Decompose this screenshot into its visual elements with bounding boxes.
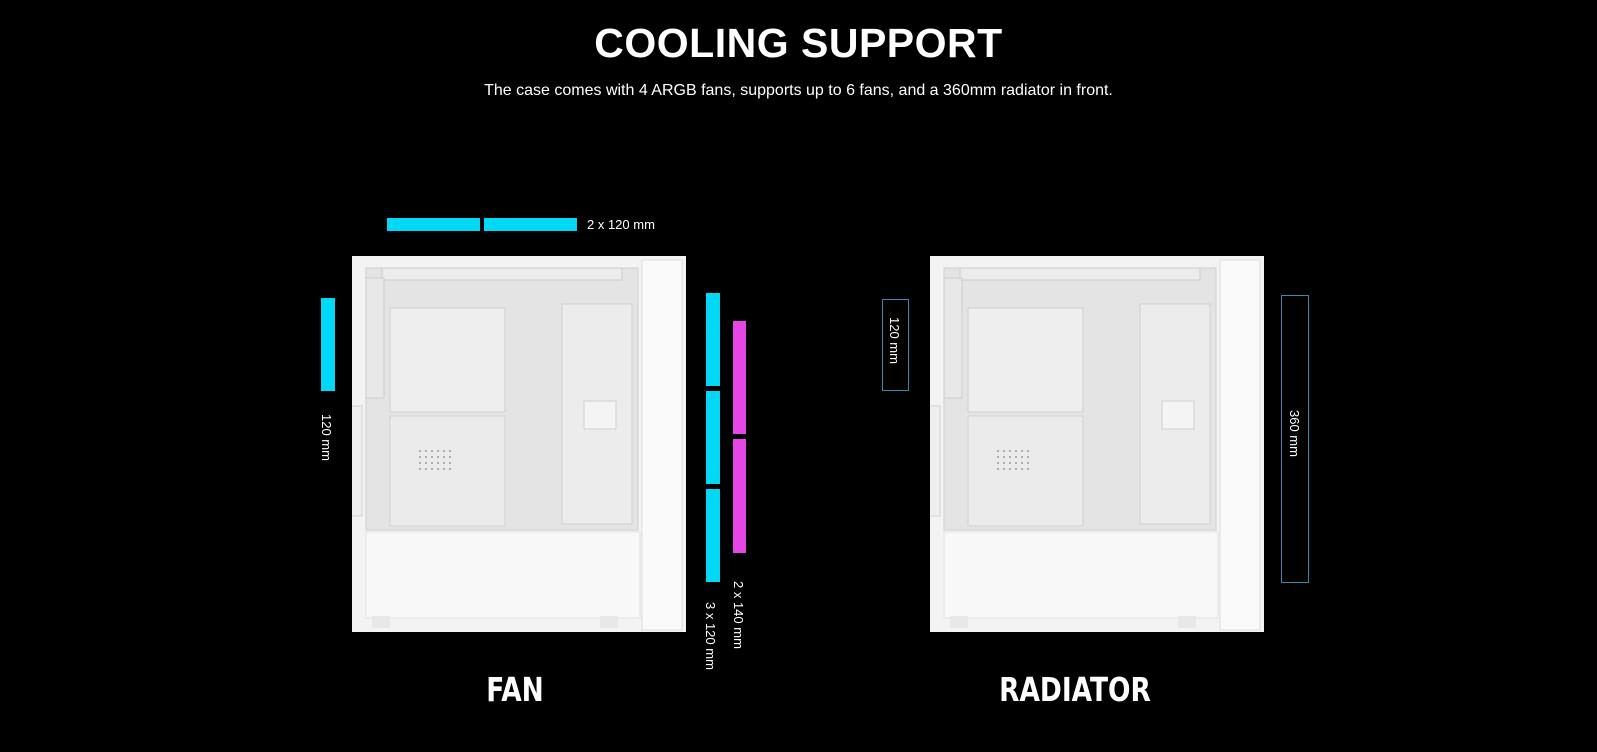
front-radiator-label: 360 mm <box>1287 410 1302 457</box>
front-fan-140-label: 2 x 140 mm <box>731 581 746 649</box>
rear-radiator-label: 120 mm <box>887 317 902 364</box>
front-radiator-outline <box>1281 295 1309 583</box>
rear-fan-label: 120 mm <box>319 414 334 461</box>
front-fan-120-bar-1 <box>706 293 720 386</box>
page-subtitle: The case comes with 4 ARGB fans, support… <box>484 82 1113 99</box>
front-fan-140-bar-1 <box>733 321 746 434</box>
radiator-heading: RADIATOR <box>999 670 1151 709</box>
page-title: COOLING SUPPORT <box>594 20 1003 66</box>
front-fan-140-bar-2 <box>733 439 746 553</box>
top-fan-bar-2 <box>484 218 577 231</box>
rear-fan-bar <box>321 298 335 391</box>
front-fan-120-label: 3 x 120 mm <box>703 602 718 670</box>
top-fan-label: 2 x 120 mm <box>587 217 655 232</box>
top-fan-bar-1 <box>387 218 480 231</box>
case-image-fan <box>352 256 686 632</box>
front-fan-120-bar-3 <box>706 489 720 582</box>
rear-radiator-outline <box>882 299 909 391</box>
front-fan-120-bar-2 <box>706 391 720 484</box>
fan-heading: FAN <box>486 670 544 709</box>
case-image-radiator <box>930 256 1264 632</box>
